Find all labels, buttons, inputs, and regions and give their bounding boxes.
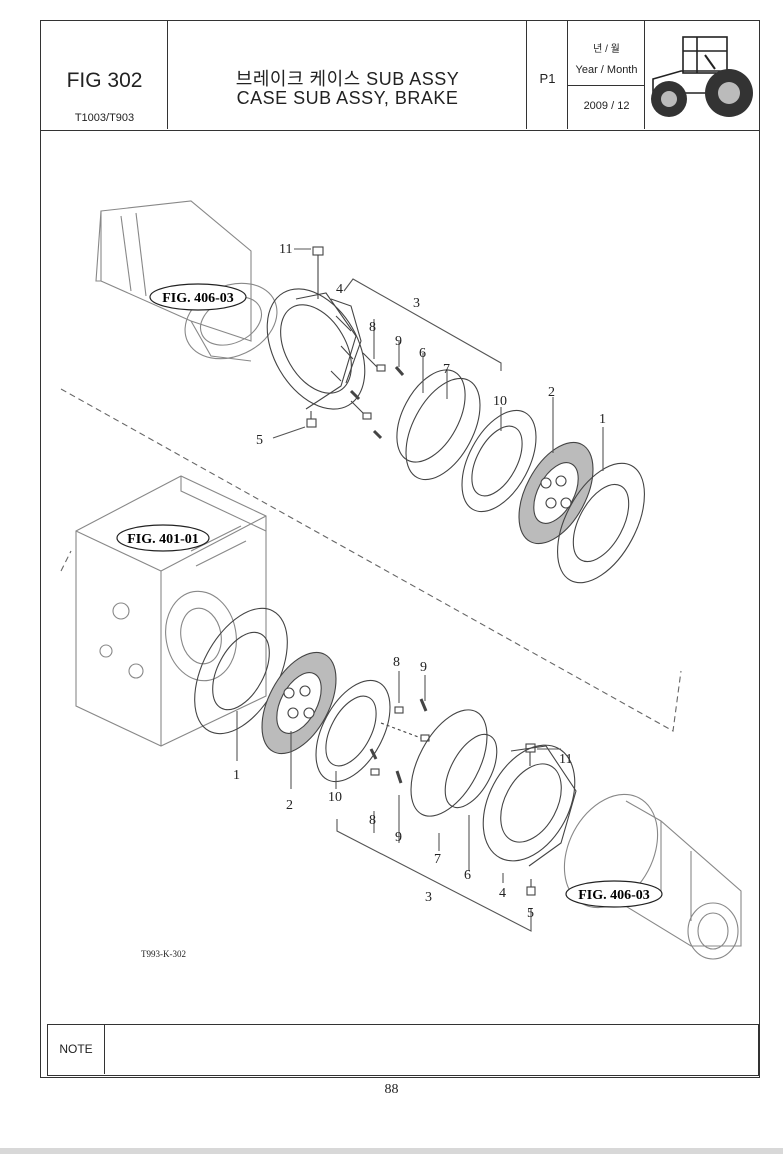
transmission-case <box>75 475 267 747</box>
scan-artifact-strip <box>0 1148 783 1154</box>
svg-text:FIG. 401-01: FIG. 401-01 <box>127 532 199 547</box>
lower-part-labels: 8 9 11 1 2 10 8 9 7 6 3 4 5 <box>233 655 572 921</box>
year-month-value: 2009 / 12 <box>583 100 630 112</box>
year-month-label: Year / Month <box>575 64 638 76</box>
upper-bolt-11 <box>312 246 324 299</box>
label-1-upper: 1 <box>599 412 606 427</box>
year-month-label-korean: 년 / 월 <box>593 44 620 55</box>
upper-o-ring-7 <box>405 377 481 481</box>
label-3-lower: 3 <box>425 890 432 905</box>
tractor-icon <box>651 36 753 117</box>
page-number: 88 <box>384 1082 399 1097</box>
label-9b-lower: 9 <box>395 830 402 845</box>
lower-centreline <box>60 550 72 572</box>
upper-pins-8 <box>350 352 386 420</box>
page-code-cell: P1 <box>527 21 568 129</box>
svg-text:FIG. 406-03: FIG. 406-03 <box>578 888 650 903</box>
label-11-upper: 11 <box>279 242 292 257</box>
lower-o-ring-6 <box>444 733 498 809</box>
title-english: CASE SUB ASSY, BRAKE <box>236 88 459 108</box>
model-codes: T1003/T903 <box>74 112 135 124</box>
lower-brake-case <box>482 744 577 867</box>
upper-friction-disc-2 <box>518 441 594 545</box>
upper-bolt-5 <box>306 411 317 428</box>
year-month-divider <box>568 85 645 86</box>
label-1-lower: 1 <box>233 768 240 783</box>
label-3-upper: 3 <box>413 296 420 311</box>
label-7-upper: 7 <box>443 362 450 377</box>
note-label: NOTE <box>48 1025 105 1074</box>
lower-friction-disc-2 <box>261 651 337 755</box>
label-5-lower: 5 <box>527 906 534 921</box>
upper-brake-case <box>266 288 366 410</box>
fig-ref-lower-housing: FIG. 406-03 <box>565 880 663 908</box>
lower-leader-lines <box>236 671 561 932</box>
drawing-code: T993-K-302 <box>141 949 186 959</box>
label-5-upper: 5 <box>256 433 263 448</box>
label-10-upper: 10 <box>493 394 507 409</box>
year-month-cell: 년 / 월 Year / Month 2009 / 12 <box>568 21 645 129</box>
fig-ref-upper-housing: FIG. 406-03 <box>149 283 247 311</box>
label-8-upper: 8 <box>369 320 376 335</box>
lower-bolt-11 <box>525 743 536 766</box>
fig-number: FIG 302 <box>66 69 143 92</box>
upper-piston-10 <box>461 409 537 513</box>
label-7-lower: 7 <box>434 852 441 867</box>
label-4-lower: 4 <box>499 886 506 901</box>
label-9-lower: 9 <box>420 660 427 675</box>
exploded-parts-drawing: FIG. 406-03 FIG. 401-01 FIG. 406-03 11 4… <box>41 131 759 1023</box>
fig-ref-transmission: FIG. 401-01 <box>116 524 210 552</box>
upper-part-labels: 11 4 3 8 9 6 7 10 2 1 5 <box>256 242 606 448</box>
upper-leader-lines <box>272 248 604 471</box>
label-2-upper: 2 <box>548 385 555 400</box>
label-6-lower: 6 <box>464 868 471 883</box>
upper-centreline <box>60 388 682 732</box>
lower-o-ring-7 <box>410 709 488 817</box>
label-9-upper: 9 <box>395 334 402 349</box>
label-4-upper: 4 <box>336 282 343 297</box>
label-11-lower: 11 <box>559 752 572 767</box>
lower-bolt-5 <box>526 879 536 896</box>
tractor-cell <box>645 21 759 129</box>
upper-plate-1 <box>557 462 645 584</box>
lower-pins-8 <box>370 706 430 776</box>
page-frame: FIG 302 T1003/T903 브레이크 케이스 SUB ASSY CAS… <box>40 20 760 1078</box>
label-8-lower: 8 <box>393 655 400 670</box>
lower-springs-9 <box>369 698 428 784</box>
upper-o-ring-6 <box>396 369 466 463</box>
lower-axle-housing <box>563 793 742 960</box>
title-cell: 브레이크 케이스 SUB ASSY CASE SUB ASSY, BRAKE <box>168 21 527 129</box>
upper-springs-9 <box>349 366 405 440</box>
lower-piston-10 <box>315 679 391 783</box>
svg-text:FIG. 406-03: FIG. 406-03 <box>162 291 234 306</box>
note-row: NOTE <box>47 1024 759 1076</box>
title-block: FIG 302 T1003/T903 브레이크 케이스 SUB ASSY CAS… <box>41 21 759 131</box>
page-code: P1 <box>539 71 556 86</box>
label-8b-lower: 8 <box>369 813 376 828</box>
label-10-lower: 10 <box>328 790 342 805</box>
title-korean: 브레이크 케이스 SUB ASSY <box>235 69 460 89</box>
label-2-lower: 2 <box>286 798 293 813</box>
fig-number-cell: FIG 302 T1003/T903 <box>41 21 168 129</box>
label-6-upper: 6 <box>419 346 426 361</box>
drawing-canvas: FIG. 406-03 FIG. 401-01 FIG. 406-03 11 4… <box>60 200 742 960</box>
